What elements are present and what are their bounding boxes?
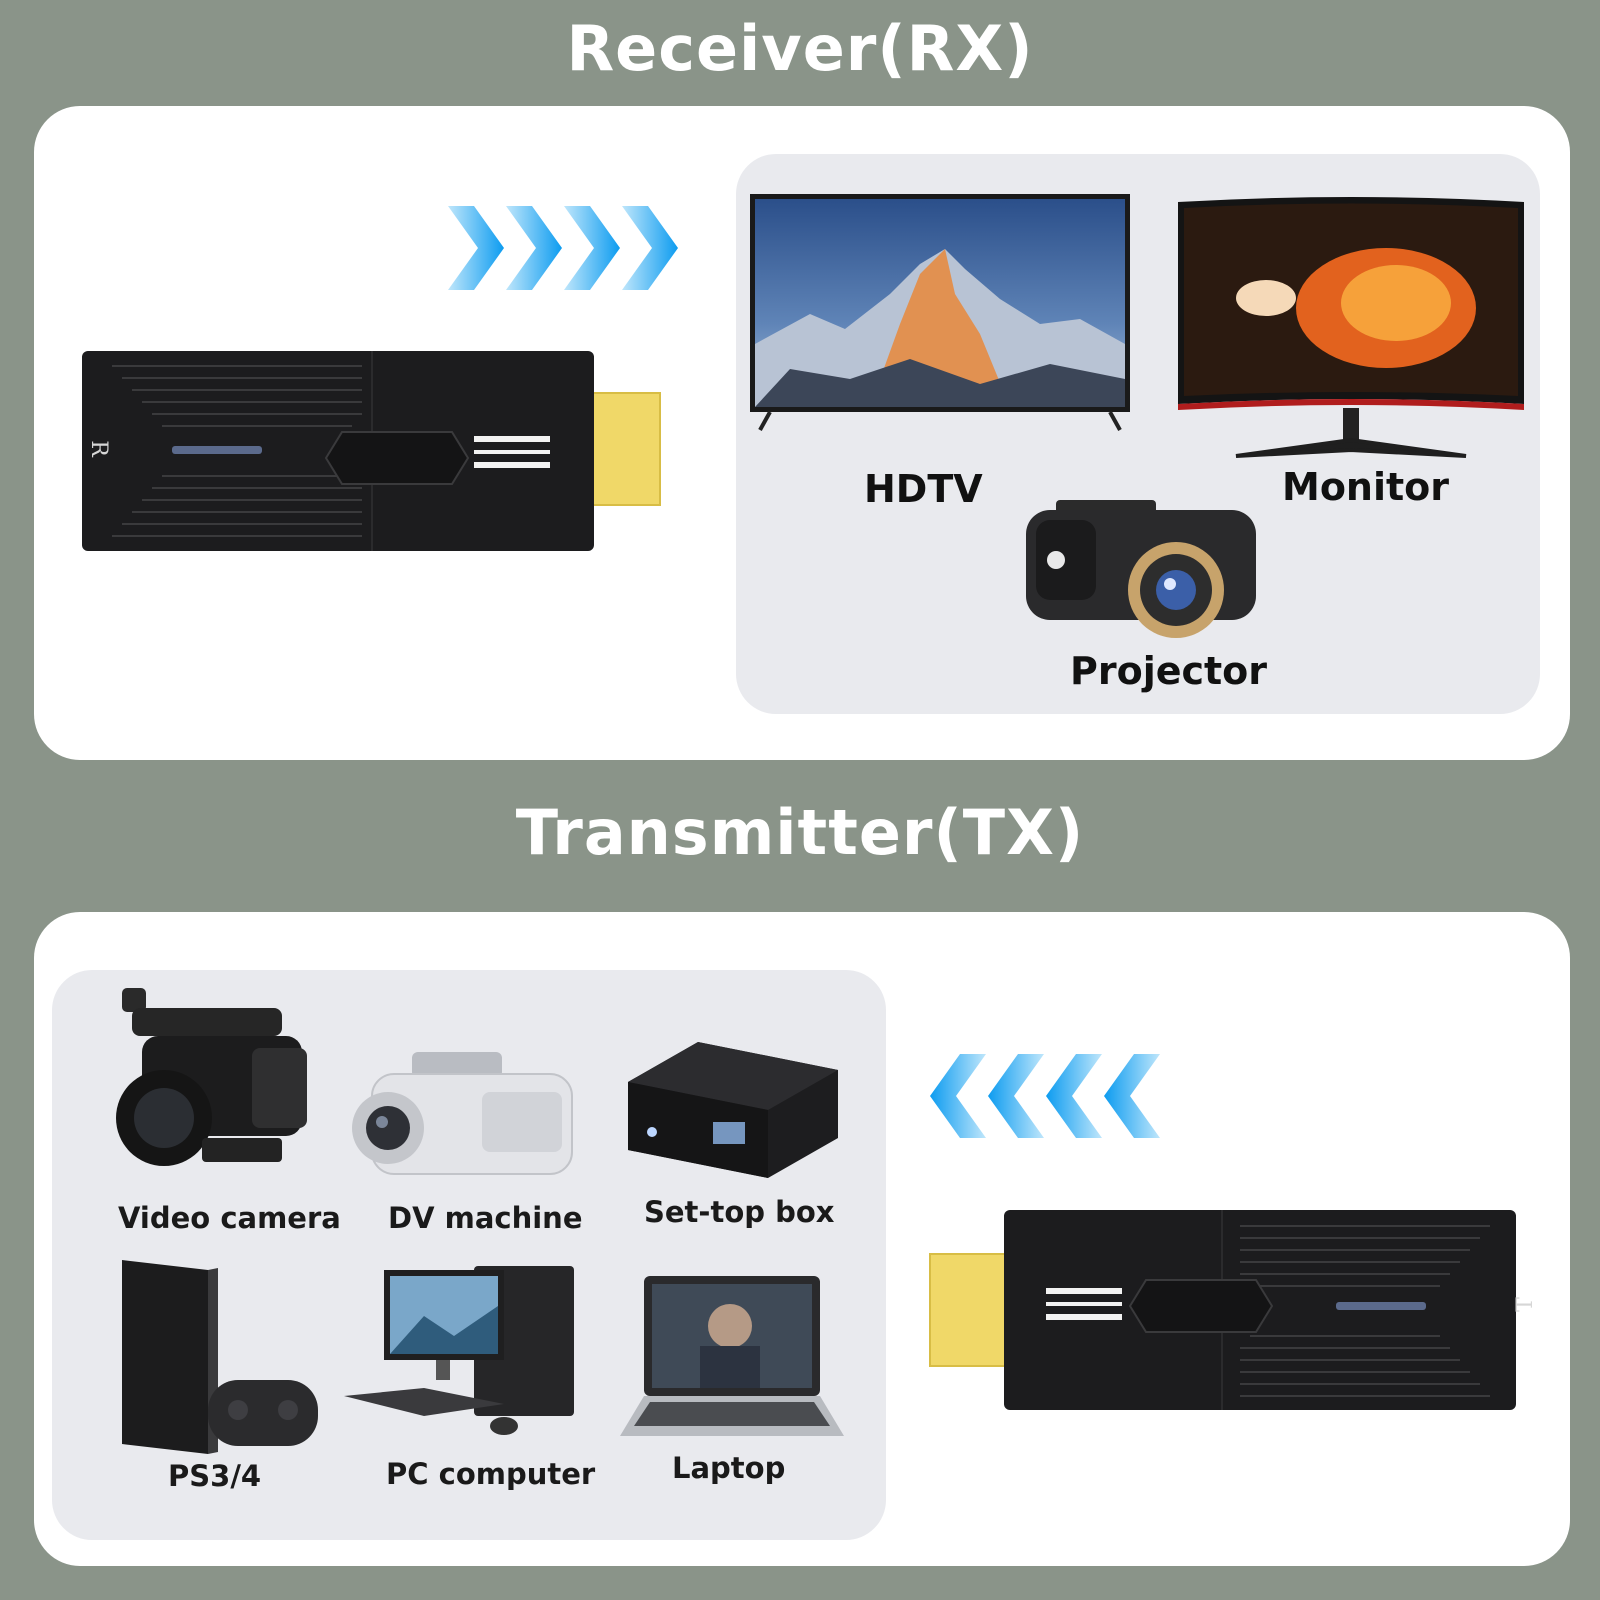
laptop-label: Laptop [672, 1451, 786, 1485]
arrow-right-icon [448, 206, 678, 290]
transmitter-letter: T [1512, 1297, 1538, 1312]
dv-machine-label: DV machine [388, 1201, 583, 1235]
arrow-left-icon [930, 1054, 1160, 1138]
transmitter-title: Transmitter(TX) [515, 796, 1085, 869]
hdtv-label: HDTV [864, 467, 983, 511]
receiver-letter: R [85, 440, 111, 457]
transmitter-panel: Video camera DV machine Set-top box [34, 912, 1570, 1566]
laptop-icon [620, 1276, 844, 1436]
receiver-dongle-icon [82, 351, 661, 551]
set-top-box-icon [628, 1042, 838, 1178]
set-top-box-label: Set-top box [644, 1195, 835, 1229]
video-camera-icon [116, 988, 307, 1166]
pc-computer-icon [344, 1266, 574, 1435]
receiver-title: Receiver(RX) [566, 12, 1034, 85]
game-console-icon [122, 1260, 318, 1454]
transmitter-device-panel: Video camera DV machine Set-top box [52, 970, 886, 1540]
dv-machine-icon [352, 1052, 573, 1175]
monitor-icon [1178, 197, 1524, 458]
pc-computer-label: PC computer [386, 1457, 596, 1491]
monitor-label: Monitor [1282, 465, 1450, 509]
video-camera-label: Video camera [118, 1201, 341, 1235]
projector-icon [1026, 500, 1256, 638]
hdtv-icon [750, 194, 1130, 431]
projector-label: Projector [1070, 649, 1268, 693]
ps-label: PS3/4 [168, 1459, 262, 1493]
receiver-panel: R HDTV [34, 106, 1570, 760]
transmitter-dongle-icon [929, 1210, 1516, 1410]
receiver-device-panel: HDTV Monitor Projector [736, 154, 1540, 714]
